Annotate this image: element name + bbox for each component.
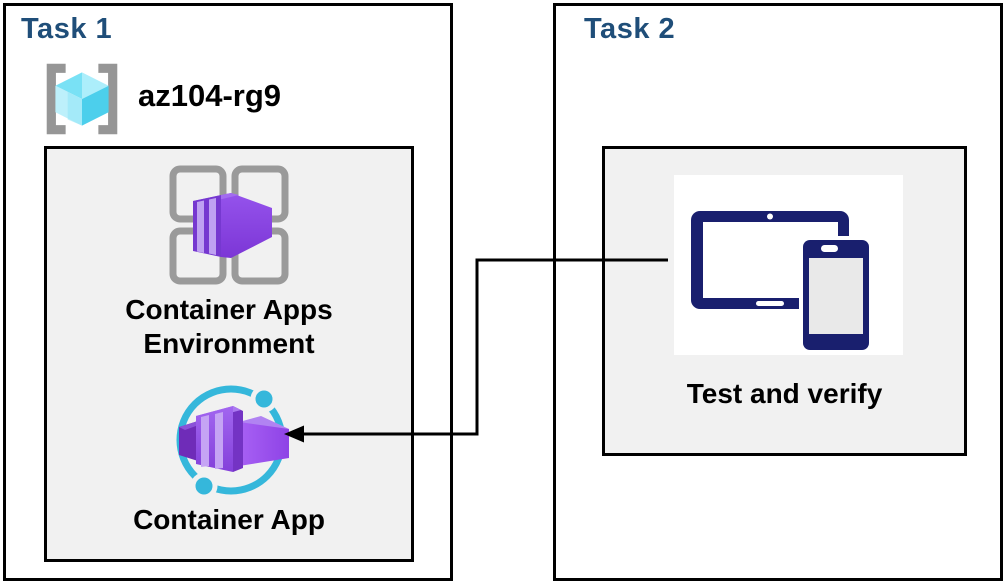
container-app-icon <box>176 385 289 500</box>
task1-panel: Task 1 az104-rg9 <box>3 3 453 581</box>
container-apps-group: Container Apps Environment <box>44 146 414 562</box>
resource-group: az104-rg9 <box>37 60 397 142</box>
container-apps-environment-label: Container Apps Environment <box>125 294 333 359</box>
tablet-phone-icon <box>691 211 873 354</box>
resource-group-name: az104-rg9 <box>138 78 282 113</box>
resource-group-icon <box>46 63 118 135</box>
task2-panel: Task 2 Test and verify <box>553 3 1003 581</box>
devices-icon-card <box>674 175 903 355</box>
task2-title: Task 2 <box>584 13 676 45</box>
test-and-verify-label: Test and verify <box>686 378 883 409</box>
test-verify-group: Test and verify <box>602 146 967 456</box>
container-apps-environment-icon <box>169 165 289 285</box>
task1-title: Task 1 <box>21 13 113 45</box>
container-app-label: Container App <box>133 504 325 535</box>
